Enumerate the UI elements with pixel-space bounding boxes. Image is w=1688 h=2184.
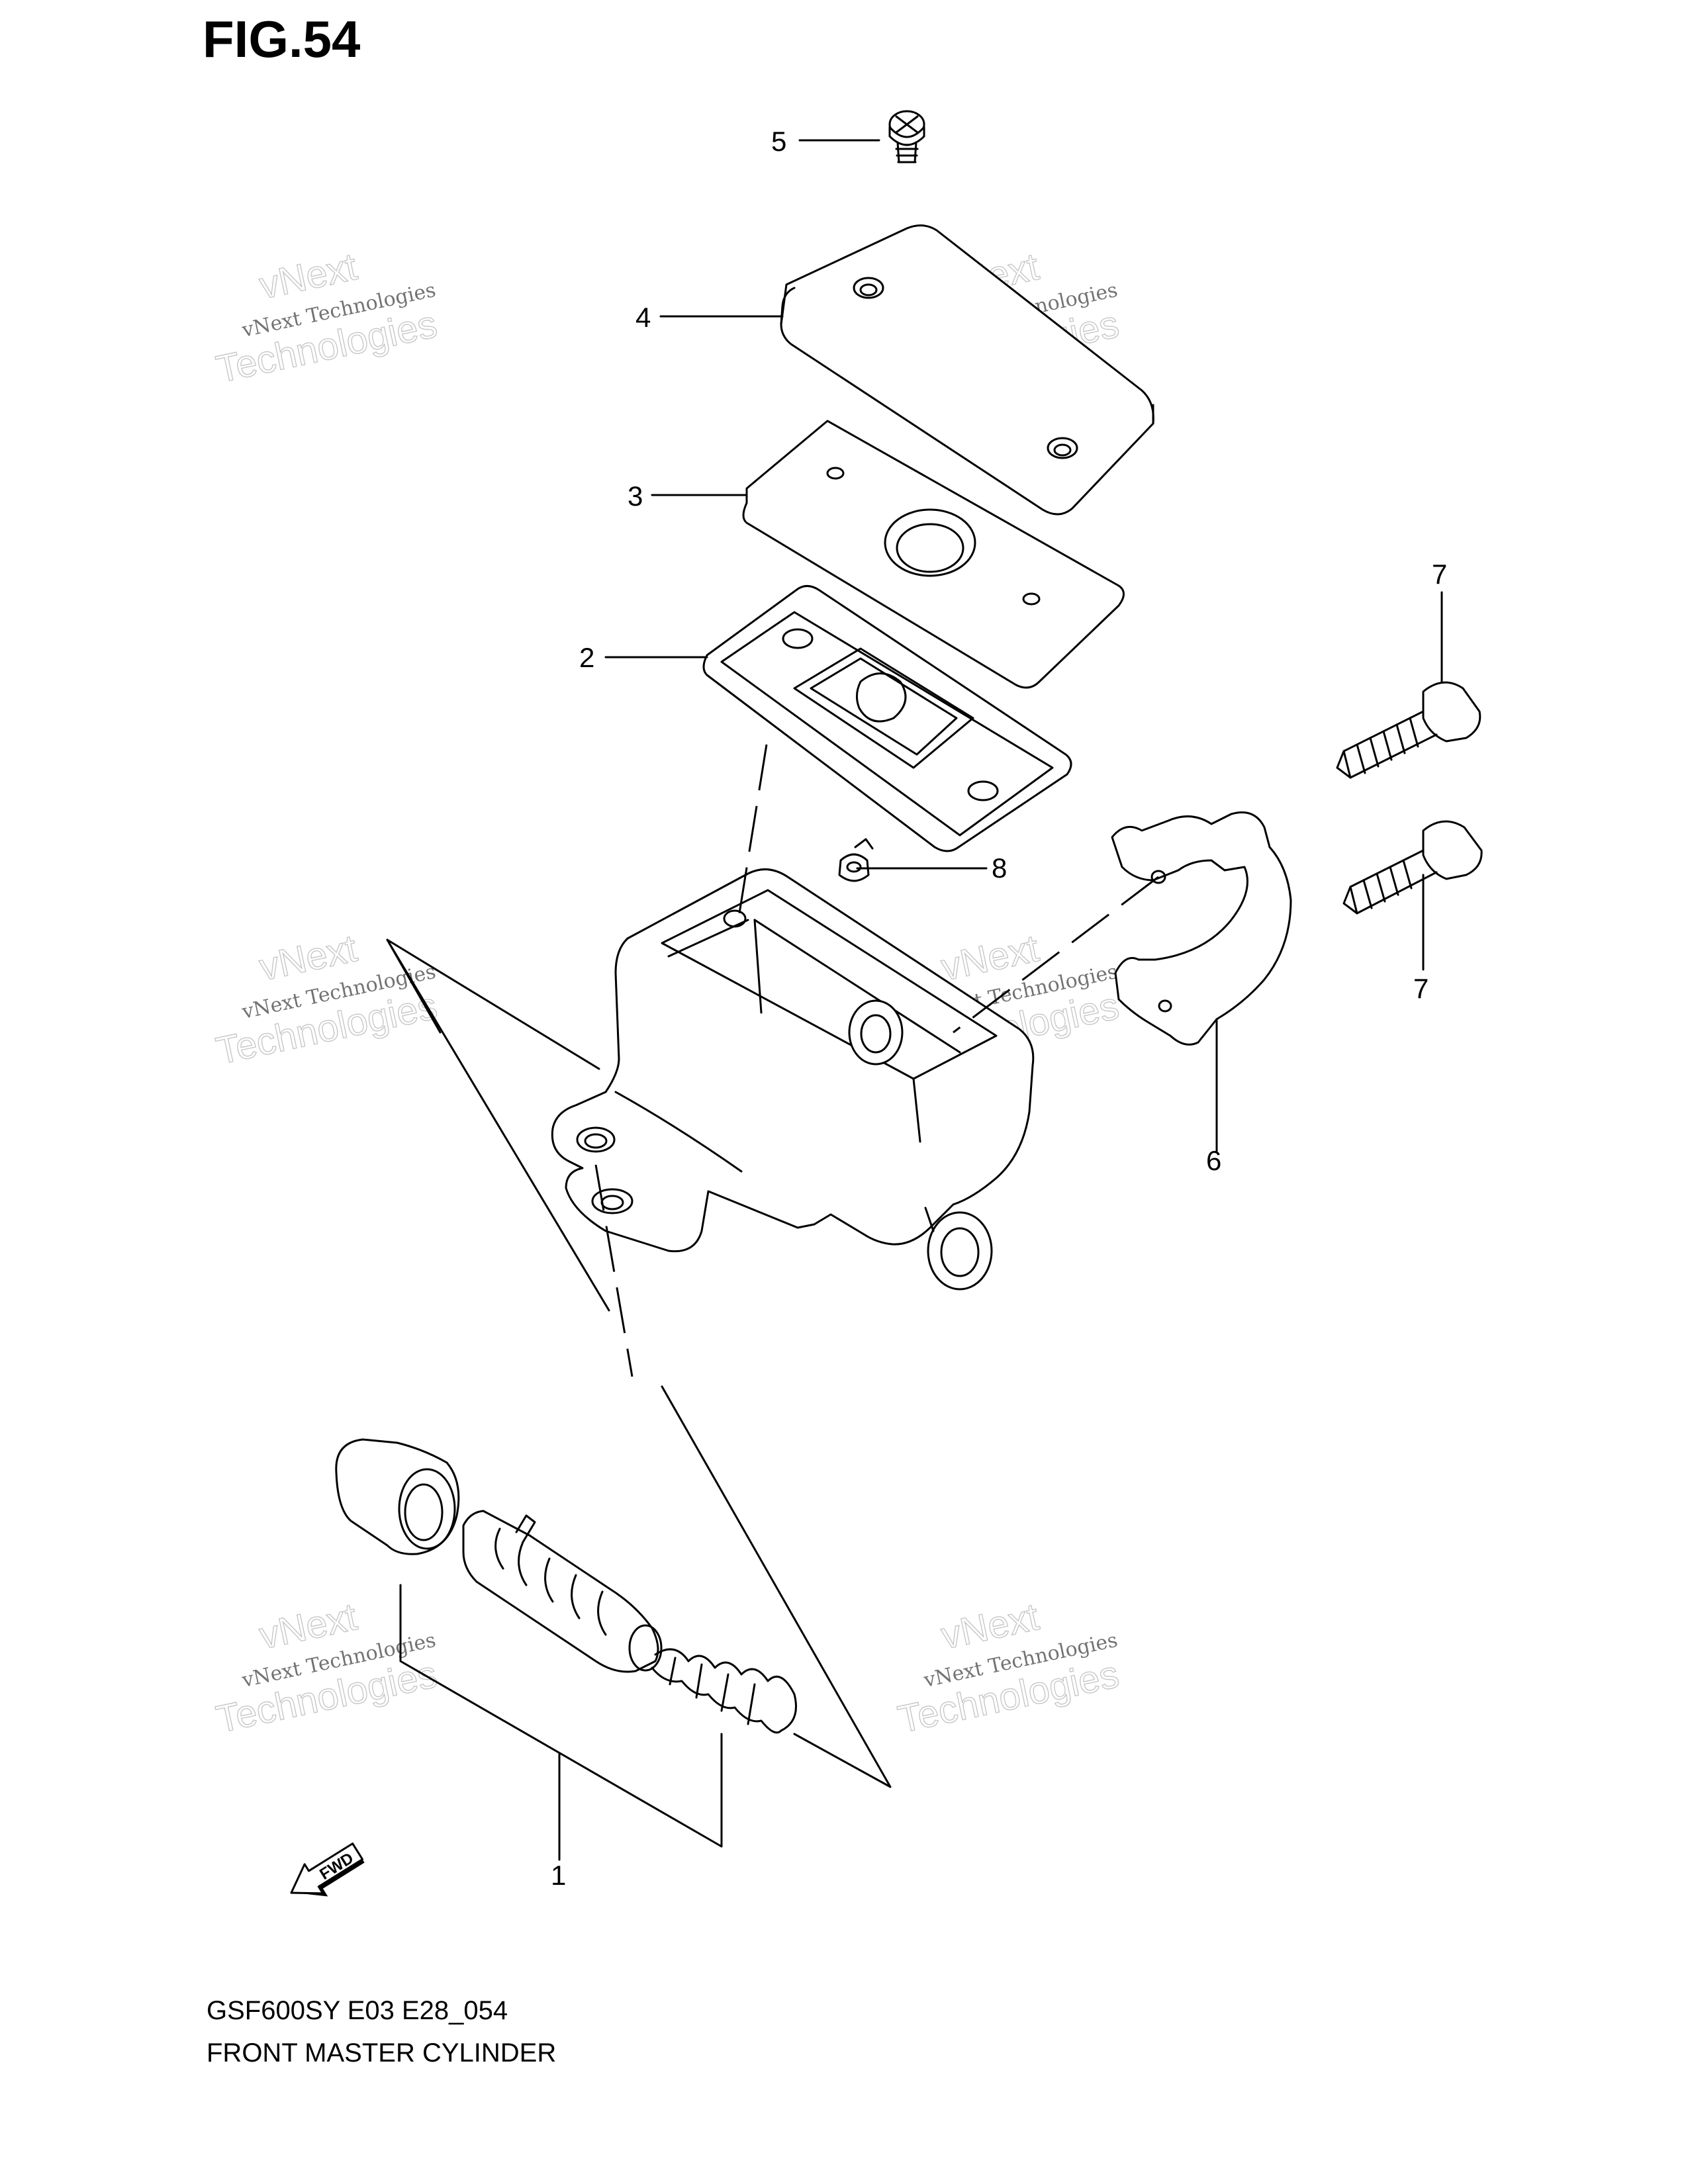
part-label-7-upper: 7 (1432, 559, 1447, 590)
figure-title: FIG.54 (203, 10, 361, 68)
part-label-7-lower: 7 (1413, 973, 1429, 1004)
part-label-8: 8 (992, 852, 1007, 884)
alignment-dash-clamp-body (953, 876, 1159, 1034)
alignment-dash-diaphragm-body (737, 744, 768, 922)
part-label-5: 5 (771, 126, 786, 157)
part-7-bolt-lower (1342, 820, 1483, 915)
watermark: vNext vNext Technologies Technologies (212, 927, 441, 1073)
part-1-bracket (399, 1584, 723, 1861)
diagram-code: GSF600SY E03 E28_054 (207, 1996, 508, 2025)
alignment-dash-body-piston (594, 1164, 633, 1377)
part-3-diaphragm-plate (742, 420, 1125, 689)
watermark: vNext vNext Technologies Technologies (894, 1595, 1123, 1742)
watermark: vNext vNext Technologies Technologies (212, 1595, 441, 1742)
part-2-diaphragm (702, 585, 1072, 852)
piston-kit-group-outline (386, 938, 892, 1788)
piston-kit (335, 1438, 797, 1734)
part-label-6: 6 (1206, 1145, 1221, 1176)
part-label-3: 3 (628, 480, 643, 512)
diagram-name: FRONT MASTER CYLINDER (207, 2038, 557, 2068)
part-5-screw (888, 110, 925, 163)
part-label-1: 1 (551, 1860, 566, 1891)
part-label-2: 2 (579, 642, 594, 673)
part-4-reservoir-cover (780, 224, 1154, 516)
fwd-direction-arrow: FWD (290, 1843, 365, 1897)
master-cylinder-body (551, 868, 1035, 1291)
part-8-clip (838, 838, 874, 882)
part-7-bolt-upper (1336, 681, 1481, 779)
watermark: vNext vNext Technologies Technologies (212, 245, 441, 392)
part-label-4: 4 (635, 302, 651, 333)
part-6-clamp-holder (1111, 811, 1292, 1046)
